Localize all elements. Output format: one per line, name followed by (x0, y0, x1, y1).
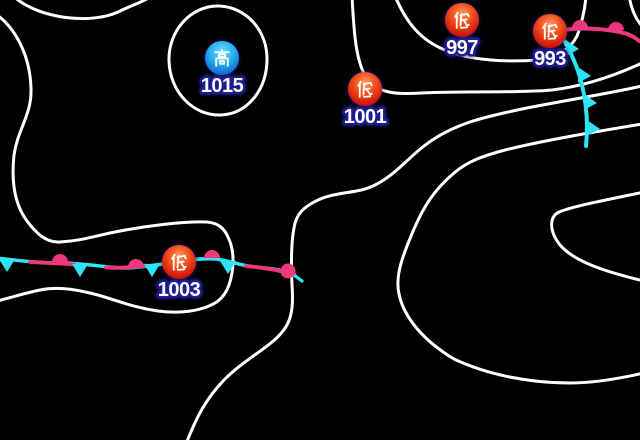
pressure-value-label: 1003 (158, 279, 201, 301)
isobar-lowright-hook (550, 191, 640, 282)
warm-front-symbol (572, 20, 588, 28)
front-layer (0, 20, 640, 283)
isobar-mid-sweep (350, 0, 640, 95)
cold-front-symbol (220, 261, 236, 274)
isobar-topleft-arc (15, 0, 149, 21)
pressure-marker-layer: 1015 997 993 1001 1003 (155, 3, 569, 304)
pressure-value-label: 1015 (201, 75, 244, 97)
warm-front-symbol (204, 250, 220, 258)
isobar-right-hairpin (396, 122, 640, 385)
isobar-left-tongue (0, 15, 235, 314)
high-kanji-symbol (214, 49, 230, 67)
warm-front-symbol (128, 259, 144, 267)
pressure-marker-high-1015: 1015 (198, 41, 247, 100)
low-kanji-symbol (171, 253, 187, 271)
cold-front-symbol (584, 94, 597, 110)
isobar-topright-nick (628, 0, 640, 26)
cold-front-symbol (587, 120, 600, 136)
pressure-value-label: 993 (534, 48, 566, 70)
pressure-marker-low-1001: 1001 (341, 72, 390, 131)
low-kanji-symbol (357, 80, 373, 98)
cold-front-symbol (0, 259, 15, 272)
warm-front-symbol (608, 22, 624, 30)
isobar-high-oval (167, 4, 269, 117)
pressure-marker-low-997: 997 (444, 3, 481, 62)
pressure-marker-low-993: 993 (532, 14, 569, 73)
cold-front-symbol (144, 264, 160, 277)
cold-front-symbol (578, 67, 591, 83)
pressure-value-label: 997 (446, 37, 478, 59)
cold-front-symbol (566, 40, 579, 56)
stationary-front-warm-seg-1 (28, 260, 76, 267)
pressure-value-label: 1001 (344, 106, 387, 128)
low-kanji-symbol (542, 22, 558, 40)
pressure-marker-low-1003: 1003 (155, 245, 204, 304)
warm-front-symbol (280, 263, 296, 279)
cold-front-symbol (72, 264, 88, 277)
warm-front-symbol (52, 254, 68, 262)
low-kanji-symbol (454, 11, 470, 29)
warm-front-993 (562, 26, 640, 43)
isobar-long-s-curve (185, 84, 640, 440)
